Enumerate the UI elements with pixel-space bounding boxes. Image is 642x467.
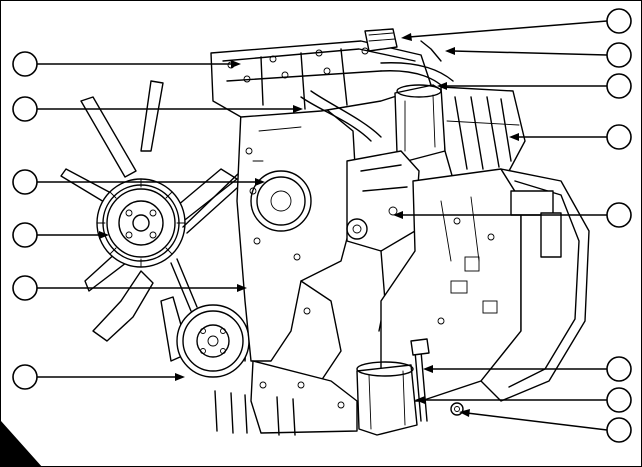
callout-left-3[interactable] — [12, 169, 265, 195]
callout-right-2[interactable] — [445, 42, 632, 68]
oil-drain-plug — [450, 402, 464, 416]
intake-manifold — [440, 86, 526, 180]
callout-right-1[interactable] — [401, 8, 632, 41]
callout-right-8[interactable] — [459, 409, 632, 443]
crankshaft-pulley — [176, 304, 250, 378]
callout-right-7[interactable] — [415, 387, 632, 413]
callout-right-5[interactable] — [393, 202, 632, 228]
callout-left-6[interactable] — [12, 364, 185, 390]
fuel-filter — [394, 84, 446, 162]
oil-dipstick — [410, 338, 430, 422]
oil-sump — [214, 360, 358, 436]
callout-right-6[interactable] — [423, 356, 632, 382]
callout-left-1[interactable] — [12, 51, 241, 77]
cylinder-head — [210, 40, 432, 118]
callout-right-4[interactable] — [509, 124, 632, 150]
oil-filler-cap — [364, 28, 398, 52]
callout-left-2[interactable] — [12, 96, 303, 122]
callout-right-3[interactable] — [437, 73, 632, 99]
flywheel-housing — [480, 168, 590, 402]
callout-left-4[interactable] — [12, 222, 109, 248]
corner-tab — [1, 421, 42, 466]
timing-case — [236, 104, 358, 382]
oil-filter — [356, 361, 418, 436]
callout-left-5[interactable] — [12, 275, 247, 301]
fan-pulley — [96, 178, 186, 268]
